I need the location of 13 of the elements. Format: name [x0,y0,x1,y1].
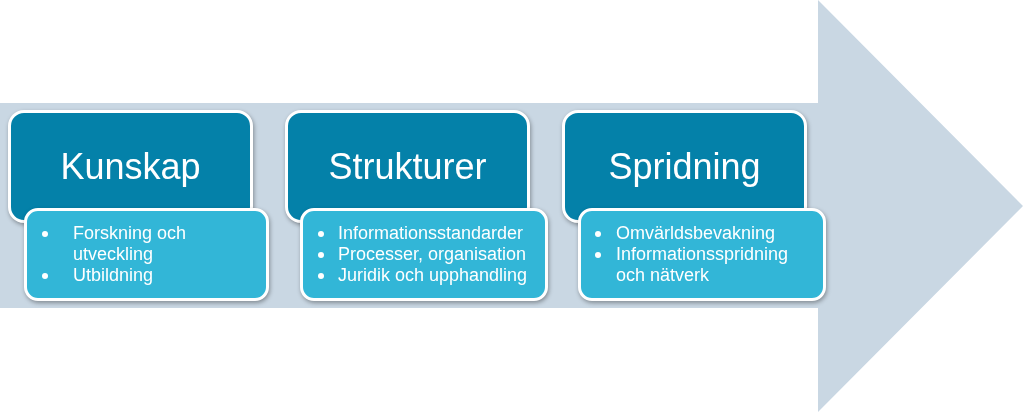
detail-card [300,208,548,301]
detail-card [24,208,269,301]
stage-title: Spridning [608,147,761,187]
bullet-text: Omvärldsbevakning [616,223,776,244]
bullet-text: Forskning och utveckling [73,223,188,265]
stage-title: Kunskap [60,147,201,187]
bullet-text: Processer, organisation [338,244,527,265]
detail-card [578,208,826,301]
bullet-text: Informationsspridning och nätverk [616,244,790,286]
bullet-text: Juridik och upphandling [338,265,528,286]
bullet-text: Utbildning [73,265,154,286]
bullet-text: Informationsstandarder [338,223,524,244]
stage-title: Strukturer [328,147,487,187]
